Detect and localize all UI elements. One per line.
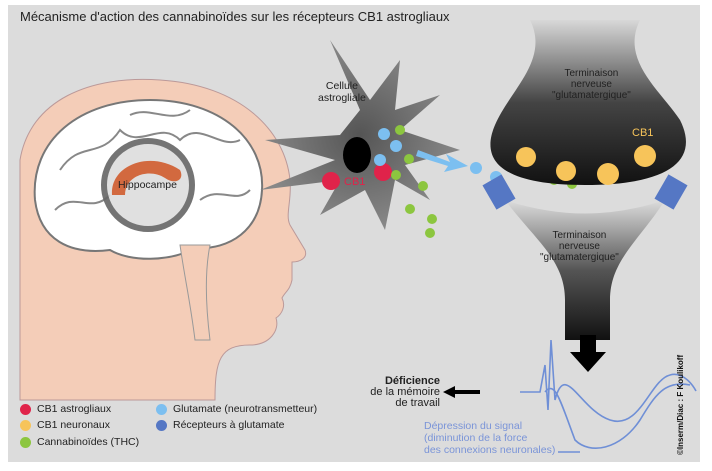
yellow-dot-icon [20, 419, 31, 431]
label-line: astrogliale [318, 92, 366, 104]
bottom-nerve-terminal [505, 200, 665, 340]
left-arrow [443, 386, 480, 398]
label-line: de la mémoire [370, 386, 440, 398]
legend-label: Glutamate (neurotransmetteur) [173, 403, 318, 415]
top-nerve-terminal [490, 20, 686, 185]
deficience-label: Déficience de la mémoire de travail [358, 376, 440, 409]
legend-label: CB1 neuronaux [37, 419, 110, 431]
legend-label: Cannabinoïdes (THC) [37, 436, 140, 448]
credit: ©Inserm/Diac : F Koulikoff [676, 354, 685, 455]
label-line: nerveuse [570, 79, 612, 90]
nucleus [343, 137, 371, 173]
label-line: des connexions neuronales) [424, 444, 556, 456]
depression-label: Dépression du signal (diminution de la f… [424, 420, 555, 456]
label-line: Terminaison [552, 230, 607, 241]
label-line: Dépression du signal [424, 420, 523, 432]
label-line: de travail [395, 397, 440, 409]
legend-item: Glutamate (neurotransmetteur) [156, 403, 317, 415]
label-line: nerveuse [558, 241, 600, 252]
top-terminal-label: Terminaison nerveuse "glutamatergique" [552, 68, 631, 101]
astroglial-cell-label: Cellule astrogliale [318, 80, 366, 104]
legend-item: Récepteurs à glutamate [156, 419, 284, 431]
legend-item: Cannabinoïdes (THC) [20, 436, 139, 448]
glutamate-receptor [482, 174, 516, 210]
label-line: Cellule [325, 80, 358, 92]
label-line: "glutamatergique" [540, 252, 619, 263]
bottom-terminal-label: Terminaison nerveuse "glutamatergique" [540, 230, 619, 263]
label-line: Terminaison [564, 68, 619, 79]
hippocampus [111, 160, 182, 195]
label-line: "glutamatergique" [552, 90, 631, 101]
legend-label: CB1 astrogliaux [37, 403, 112, 415]
glutamate-receptor [654, 174, 688, 210]
label-line: (diminution de la force [424, 432, 528, 444]
release-arrow [416, 150, 468, 172]
legend-label: Récepteurs à glutamate [173, 419, 285, 431]
label-line: Déficience [384, 375, 440, 387]
signal-trace [520, 339, 697, 423]
astroglial-cell [260, 40, 460, 230]
red-dot-icon [20, 403, 31, 415]
diagram-title: Mécanisme d'action des cannabinoïdes sur… [20, 9, 450, 24]
legend-item: CB1 astrogliaux [20, 403, 111, 415]
hippocampe-label: Hippocampe [118, 179, 177, 191]
down-arrow [570, 335, 606, 372]
light-blue-dot-icon [156, 403, 167, 415]
depressed-signal-trace [544, 383, 691, 449]
brainstem [179, 244, 211, 341]
cb1-astroglial-label: CB1 [344, 176, 366, 188]
green-dot-icon [20, 436, 31, 448]
cb1-neuronal-label: CB1 [632, 127, 654, 139]
hippocampus-lens [101, 138, 195, 232]
blue-dot-icon [156, 419, 167, 431]
legend-item: CB1 neuronaux [20, 419, 110, 431]
